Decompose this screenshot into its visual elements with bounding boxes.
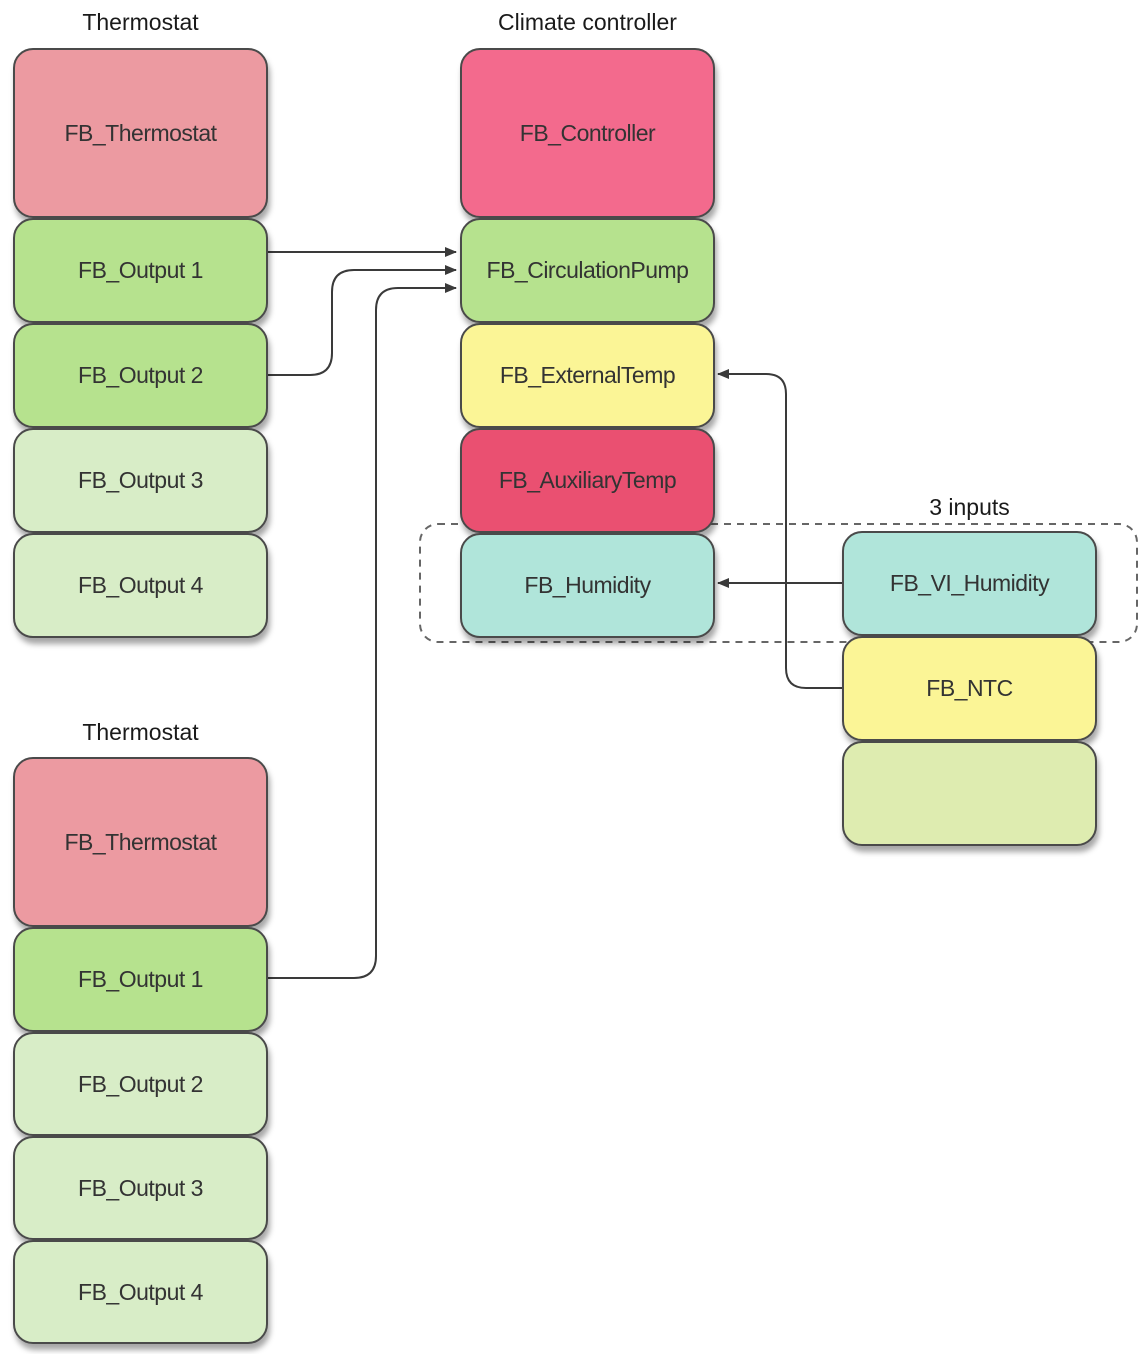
inputs-title: 3 inputs [929,494,1010,520]
climate-controller-title: Climate controller [498,9,677,35]
thermostat-2-fb-output-4: FB_Output 4 [13,1240,268,1344]
thermostat-2-fb-output-3: FB_Output 3 [13,1136,268,1240]
thermostat-2-fb-output-1: FB_Output 1 [13,927,268,1032]
thermostat-1-title: Thermostat [82,9,199,35]
controller-fb-externaltemp: FB_ExternalTemp [460,323,715,428]
controller-fb-humidity: FB_Humidity [460,533,715,638]
inputs-empty-block [842,741,1097,846]
link-output2-to-circulationpump [268,265,457,376]
thermostat-1-fb-output-1: FB_Output 1 [13,218,268,323]
thermostat-1-fb-thermostat: FB_Thermostat [13,48,268,218]
link-thermostat2-output1-to-circulationpump [268,283,457,979]
inputs-group-dashed-border [419,523,1138,643]
thermostat-2-fb-output-2: FB_Output 2 [13,1032,268,1136]
thermostat-1-fb-output-4: FB_Output 4 [13,533,268,638]
inputs-fb-ntc: FB_NTC [842,636,1097,741]
thermostat-2-fb-thermostat: FB_Thermostat [13,757,268,927]
inputs-fb-vi-humidity: FB_VI_Humidity [842,531,1097,636]
controller-fb-controller: FB_Controller [460,48,715,218]
thermostat-2-title: Thermostat [82,719,199,745]
link-ntc-to-externaltemp [717,369,842,689]
controller-fb-circulationpump: FB_CirculationPump [460,218,715,323]
controller-fb-auxiliarytemp: FB_AuxiliaryTemp [460,428,715,533]
thermostat-1-fb-output-3: FB_Output 3 [13,428,268,533]
thermostat-1-fb-output-2: FB_Output 2 [13,323,268,428]
